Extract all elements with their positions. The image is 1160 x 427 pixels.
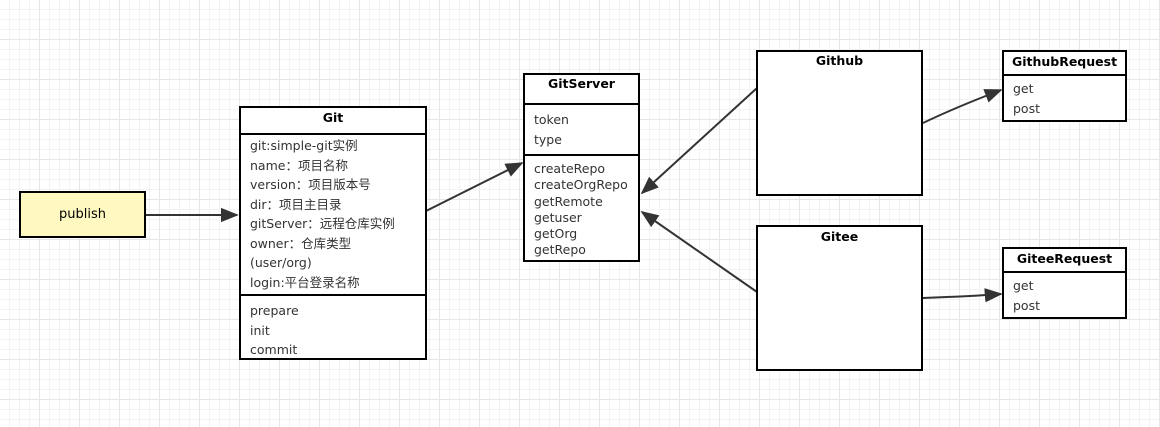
github-class[interactable]: Github: [756, 50, 923, 196]
arrow-gitee-to-gitserver: [640, 210, 758, 293]
github-class-title: Github: [815, 53, 864, 68]
git-attributes: git:simple-git实例 name：项目名称 version：项目版本号 di…: [241, 135, 425, 294]
giteerequest-method: get: [1013, 278, 1034, 293]
githubrequest-class[interactable]: GithubRequest get post: [1002, 50, 1127, 122]
gitserver-method: createOrgRepo: [534, 177, 628, 193]
git-method: commit: [250, 342, 298, 357]
gitserver-class-title: GitServer: [548, 76, 615, 91]
gitserver-method: getOrg: [534, 226, 578, 242]
giteerequest-class[interactable]: GiteeRequest get post: [1002, 247, 1127, 319]
arrow-github-to-gitserver: [640, 87, 758, 195]
gitserver-attribute: token: [534, 112, 569, 127]
gitee-class-title: Gitee: [820, 229, 859, 244]
git-attribute: login:平台登录名称: [250, 274, 360, 290]
arrow-git-to-gitserver: [425, 162, 524, 212]
giteerequest-methods: get post: [1004, 273, 1125, 320]
githubrequest-class-title: GithubRequest: [1011, 54, 1118, 69]
githubrequest-method: get: [1013, 81, 1034, 96]
git-attribute: version：项目版本号: [250, 177, 371, 192]
githubrequest-method: post: [1013, 101, 1040, 116]
git-attribute: name：项目名称: [250, 157, 348, 173]
gitserver-attributes: token type: [525, 105, 638, 154]
git-class-title: Git: [322, 110, 344, 125]
gitserver-method: getRepo: [534, 242, 586, 258]
git-attribute: git:simple-git实例: [250, 138, 358, 153]
giteerequest-class-title: GiteeRequest: [1016, 251, 1113, 266]
gitserver-attribute: type: [534, 132, 562, 147]
git-methods: prepare init commit: [241, 296, 425, 364]
arrow-gitee-to-giteerequest: [922, 288, 1003, 303]
gitee-class[interactable]: Gitee: [756, 225, 923, 371]
git-attribute: gitServer：远程仓库实例: [250, 216, 395, 231]
git-attribute: dir：项目主目录: [250, 196, 342, 212]
git-method: prepare: [250, 303, 299, 318]
gitserver-method: getRemote: [534, 193, 603, 209]
git-class[interactable]: Git git:simple-git实例 name：项目名称 version：项目版…: [239, 106, 427, 360]
arrow-github-to-githubrequest: [922, 89, 1003, 124]
git-attribute: owner：仓库类型: [250, 235, 352, 251]
git-attribute: (user/org): [250, 255, 312, 270]
githubrequest-methods: get post: [1004, 76, 1125, 123]
gitserver-method: getuser: [534, 209, 582, 225]
giteerequest-method: post: [1013, 298, 1040, 313]
git-method: init: [250, 322, 270, 338]
publish-label: publish: [59, 207, 106, 222]
gitserver-method: createRepo: [534, 161, 606, 176]
publish-node[interactable]: publish: [19, 191, 146, 238]
